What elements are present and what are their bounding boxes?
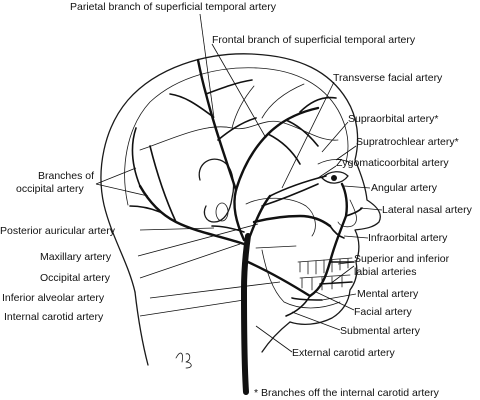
leader-infraorbital bbox=[343, 235, 369, 239]
leader-submental bbox=[291, 311, 341, 331]
label-inferior-alveolar: Inferior alveolar artery bbox=[2, 292, 105, 304]
label-posterior-auricular: Posterior auricular artery bbox=[0, 225, 116, 237]
leader-maxillary bbox=[137, 223, 259, 257]
leader-facial bbox=[315, 291, 355, 311]
label-maxillary: Maxillary artery bbox=[40, 251, 112, 263]
leader-posterior-auricular bbox=[139, 227, 215, 231]
leader-supratrochlear bbox=[335, 145, 357, 161]
leader-supraorbital bbox=[321, 121, 349, 153]
leader-external-carotid bbox=[255, 325, 293, 353]
leader-lateral-nasal bbox=[359, 207, 383, 211]
superficial-temporal-vessel bbox=[233, 188, 246, 242]
leader-occipital-branches-b bbox=[95, 183, 149, 197]
leader-internal-carotid bbox=[139, 299, 245, 317]
label-supraorbital: Supraorbital artery* bbox=[348, 113, 438, 125]
leader-inferior-labial bbox=[329, 265, 355, 285]
label-occipital-branches-line1: Branches of bbox=[38, 170, 94, 182]
label-external-carotid: External carotid artery bbox=[292, 347, 395, 359]
occipital-vessel bbox=[138, 184, 246, 246]
label-occipital-branches-line2: occipital artery bbox=[16, 183, 84, 195]
label-submental: Submental artery bbox=[340, 325, 421, 337]
label-internal-carotid: Internal carotid artery bbox=[4, 311, 104, 323]
footnote: * Branches off the internal carotid arte… bbox=[254, 387, 440, 399]
head-outline bbox=[100, 53, 382, 369]
leader-occipital-branches-a bbox=[95, 167, 137, 185]
external-carotid-vessel bbox=[248, 194, 272, 238]
maxillary-vessel bbox=[252, 214, 332, 228]
label-supratrochlear: Supratrochlear artery* bbox=[356, 136, 459, 148]
transverse-facial-vessel bbox=[261, 183, 319, 207]
leader-superior-labial bbox=[337, 261, 355, 265]
label-lateral-nasal: Lateral nasal artery bbox=[382, 204, 473, 216]
leader-mental bbox=[321, 293, 357, 301]
leader-frontal bbox=[211, 43, 267, 139]
label-parietal-branch: Parietal branch of superficial temporal … bbox=[70, 1, 277, 13]
label-frontal-branch: Frontal branch of superficial temporal a… bbox=[212, 34, 416, 46]
label-facial: Facial artery bbox=[354, 306, 413, 318]
leader-transverse-facial bbox=[281, 81, 335, 189]
label-labial-line2: labial arteries bbox=[354, 266, 416, 278]
label-infraorbital: Infraorbital artery bbox=[368, 232, 448, 244]
leader-parietal bbox=[199, 13, 215, 119]
carotid-trunk bbox=[240, 233, 251, 395]
signature-mark bbox=[175, 352, 192, 369]
label-mental: Mental artery bbox=[357, 288, 419, 300]
leader-lines bbox=[95, 13, 383, 353]
label-occipital: Occipital artery bbox=[40, 272, 111, 284]
leader-inferior-alveolar bbox=[149, 281, 281, 299]
leader-zygomaticoorbital bbox=[317, 165, 337, 179]
label-angular: Angular artery bbox=[371, 182, 438, 194]
artery-network bbox=[129, 58, 363, 395]
lateral-nasal-vessel bbox=[345, 207, 363, 217]
parietal-branch-vessel bbox=[196, 58, 238, 192]
leader-occipital bbox=[139, 243, 241, 279]
label-labial-line1: Superior and inferior bbox=[354, 253, 450, 265]
label-zygomaticoorbital: Zygomaticoorbital artery bbox=[336, 157, 449, 169]
label-transverse-facial: Transverse facial artery bbox=[333, 72, 443, 84]
inferior-labial-vessel bbox=[319, 281, 353, 285]
leader-angular bbox=[343, 185, 371, 189]
